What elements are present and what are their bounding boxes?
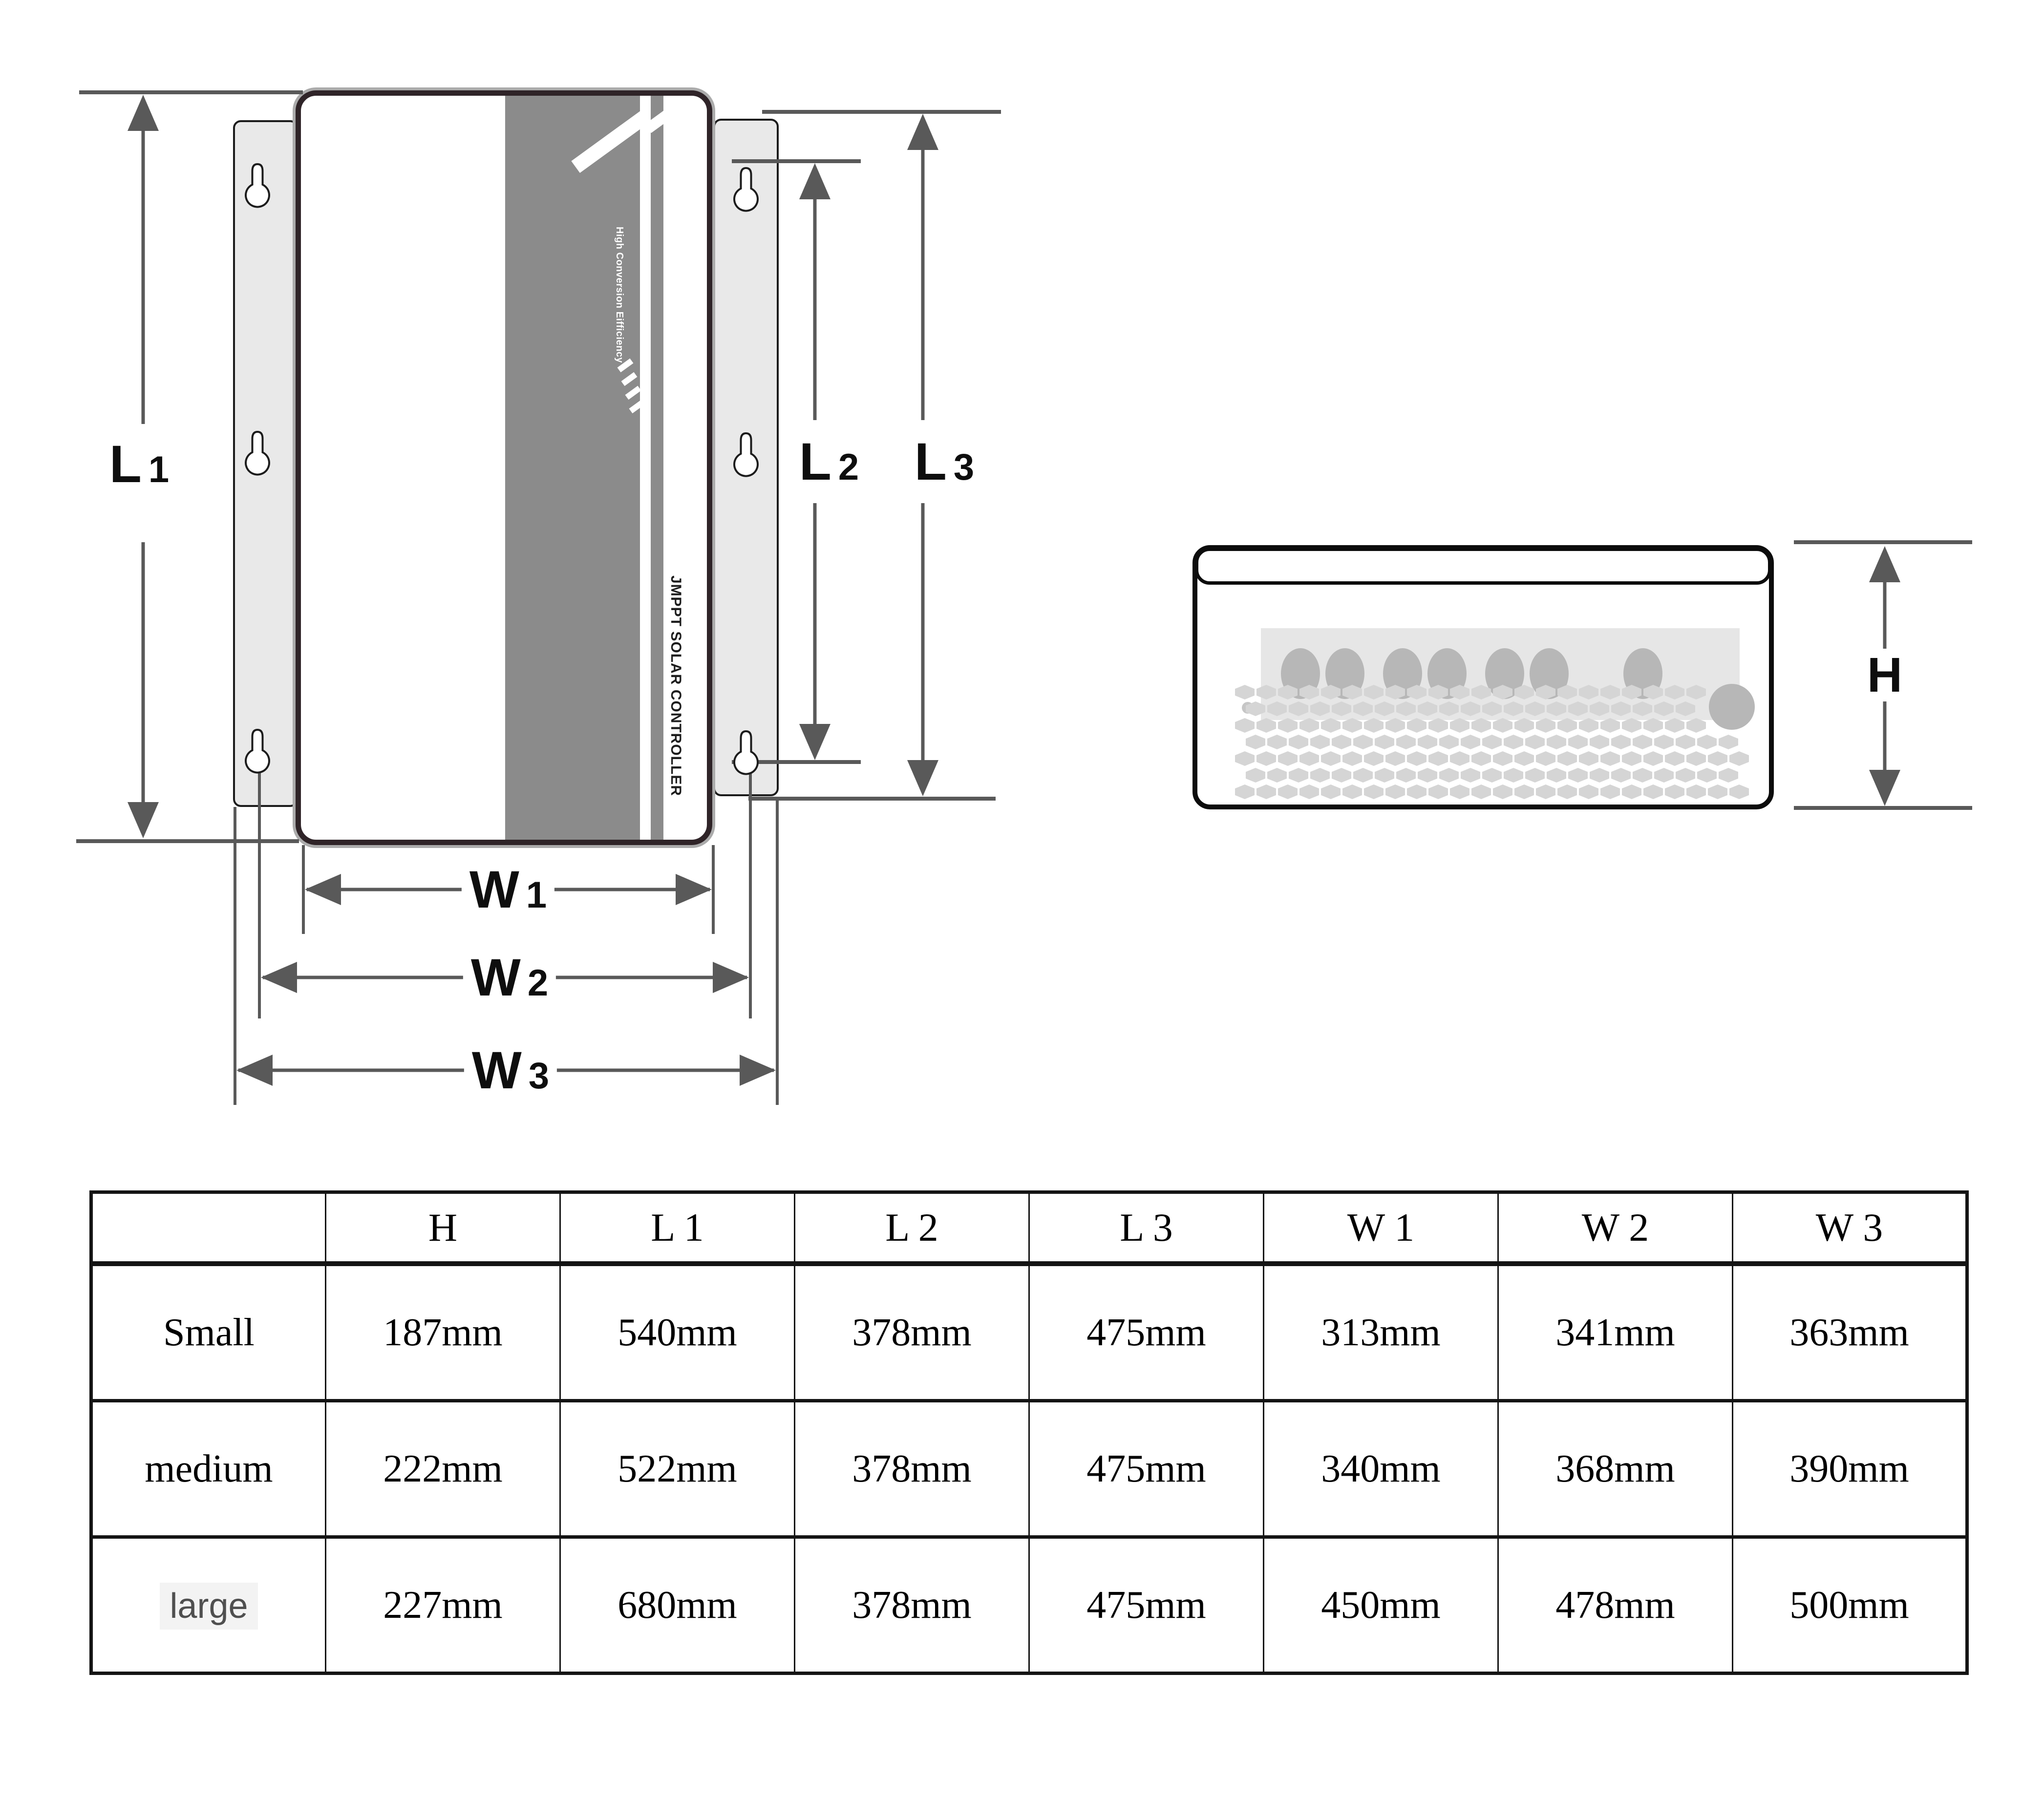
controller-front-body: High Conversion Eifficiency JMPPT SOLAR … <box>296 90 712 845</box>
table-cell: 390mm <box>1732 1399 1968 1539</box>
dim-label-w3: W 3 <box>464 1042 557 1099</box>
dim-label-l3: L 3 <box>906 432 982 491</box>
keyhole-slot <box>245 430 270 476</box>
thin-stripe <box>651 96 663 840</box>
table-cell: 378mm <box>794 1262 1030 1402</box>
size-label-cell: Small <box>90 1262 326 1402</box>
vent-circle <box>1709 684 1755 730</box>
dim-letter: W <box>470 948 521 1007</box>
table-cell: 222mm <box>325 1399 561 1539</box>
keyhole-slot <box>733 432 759 477</box>
keyhole-slot <box>733 730 759 775</box>
dim-number: 3 <box>528 1055 550 1097</box>
dim-letter: L <box>914 432 947 491</box>
table-cell: 227mm <box>325 1535 561 1675</box>
top-flange <box>1195 548 1771 585</box>
table-row: medium 222mm 522mm 378mm 475mm 340mm 368… <box>90 1399 1968 1539</box>
dim-number: 2 <box>838 446 859 488</box>
table-cell: 378mm <box>794 1535 1030 1675</box>
table-cell: 500mm <box>1732 1535 1968 1675</box>
table-cell: 522mm <box>559 1399 795 1539</box>
table-cell: 680mm <box>559 1535 795 1675</box>
table-cell: 363mm <box>1732 1262 1968 1402</box>
product-text: JMPPT SOLAR CONTROLLER <box>668 575 684 797</box>
dim-label-w1: W 1 <box>461 860 555 919</box>
size-label-highlight: large <box>160 1582 258 1630</box>
table-header-row: H L 1 L 2 L 3 W 1 W 2 W 3 <box>90 1192 1968 1266</box>
table-cell: 475mm <box>1028 1399 1264 1539</box>
table-cell: 475mm <box>1028 1262 1264 1402</box>
dim-letter: H <box>1867 648 1903 702</box>
table-row: large 227mm 680mm 378mm 475mm 450mm 478m… <box>90 1535 1968 1675</box>
table-header-cell: W 1 <box>1263 1192 1499 1266</box>
table-header-cell: W 2 <box>1497 1192 1733 1266</box>
vent-grid <box>1235 685 1751 802</box>
table-cell: 378mm <box>794 1399 1030 1539</box>
table-cell: 313mm <box>1263 1262 1499 1402</box>
dim-letter: W <box>471 1040 522 1100</box>
dim-label-h: H <box>1859 648 1911 702</box>
table-header-cell: L 1 <box>559 1192 795 1266</box>
table-cell: 340mm <box>1263 1399 1499 1539</box>
brand-text: High Conversion Eifficiency <box>614 227 625 363</box>
dim-label-l1: L 1 <box>101 434 177 493</box>
table-cell: 450mm <box>1263 1535 1499 1675</box>
keyhole-slot <box>245 163 270 208</box>
dim-letter: W <box>469 860 519 919</box>
table-header-cell: H <box>325 1192 561 1266</box>
table-header-cell <box>90 1192 326 1266</box>
dim-letter: L <box>109 434 142 493</box>
table-cell: 368mm <box>1497 1399 1733 1539</box>
dim-number: 1 <box>526 874 547 916</box>
table-header-cell: L 3 <box>1028 1192 1264 1266</box>
keyhole-slot <box>245 728 270 774</box>
table-cell: 475mm <box>1028 1535 1264 1675</box>
keyhole-slot <box>733 167 759 212</box>
table-header-cell: W 3 <box>1732 1192 1968 1266</box>
dim-number: 3 <box>953 446 975 488</box>
table-cell: 540mm <box>559 1262 795 1402</box>
keyhole-slots <box>245 163 759 775</box>
gray-stripe-band <box>505 96 640 840</box>
dimensions-table: H L 1 L 2 L 3 W 1 W 2 W 3 Small 187mm 54… <box>89 1190 1969 1675</box>
dim-label-w2: W 2 <box>463 949 556 1006</box>
table-cell: 341mm <box>1497 1262 1733 1402</box>
table-cell: 187mm <box>325 1262 561 1402</box>
table-row: Small 187mm 540mm 378mm 475mm 313mm 341m… <box>90 1262 1968 1402</box>
table-cell: 478mm <box>1497 1535 1733 1675</box>
size-label-cell: medium <box>90 1399 326 1539</box>
table-header-cell: L 2 <box>794 1192 1030 1266</box>
dim-label-l2: L 2 <box>791 433 867 490</box>
dim-number: 1 <box>148 449 170 490</box>
dim-number: 2 <box>527 962 549 1004</box>
size-label-cell: large <box>90 1535 326 1675</box>
dim-letter: L <box>799 432 831 491</box>
